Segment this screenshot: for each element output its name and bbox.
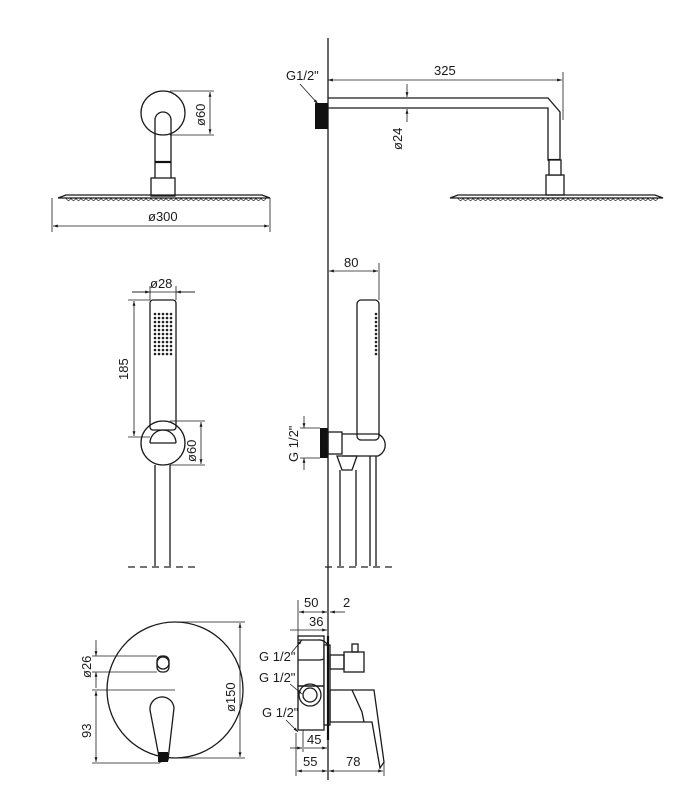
- spray-nozzle-dot: [374, 336, 378, 340]
- spray-nozzle-dot: [374, 324, 378, 328]
- dim-arm-thread: G1/2": [286, 68, 319, 83]
- spray-nozzle-dot: [161, 352, 165, 356]
- spray-nozzle-dot: [153, 312, 157, 316]
- spray-nozzle-dot: [165, 336, 169, 340]
- spray-nozzle-dot: [165, 328, 169, 332]
- overhead-shower-front-view: ø300 ø60: [51, 90, 271, 232]
- dim-plaster-gap: 2: [343, 595, 350, 610]
- dim-body-inner: 36: [309, 614, 323, 629]
- overhead-shower-side-view: G1/2" 325 ø24: [286, 63, 664, 201]
- spray-nozzle-dot: [153, 320, 157, 324]
- spray-nozzle-dot: [165, 320, 169, 324]
- hand-shower-side-view: 80 G 1/2": [286, 255, 395, 568]
- spray-nozzle-dot: [157, 328, 161, 332]
- spray-nozzle-dot: [157, 332, 161, 336]
- spray-nozzle-dot: [153, 316, 157, 320]
- spray-nozzle-dot: [374, 348, 378, 352]
- spray-nozzle-dot: [153, 332, 157, 336]
- spray-nozzle-dot: [153, 336, 157, 340]
- dim-arm-length: 325: [434, 63, 456, 78]
- dim-plate-diameter: ø150: [223, 682, 238, 712]
- spray-nozzle-dot: [157, 316, 161, 320]
- spray-nozzle-dot: [161, 312, 165, 316]
- dim-mixer-thread-3: G 1/2": [262, 705, 299, 720]
- spray-nozzle-dot: [169, 348, 173, 352]
- spray-nozzle-dot: [161, 320, 165, 324]
- spray-nozzle-dot: [157, 320, 161, 324]
- spray-nozzle-dot: [161, 344, 165, 348]
- dim-mixer-depth-45: 45: [307, 732, 321, 747]
- spray-nozzle-dot: [169, 320, 173, 324]
- spray-nozzle-dot: [157, 348, 161, 352]
- spray-nozzle-dot: [169, 324, 173, 328]
- spray-nozzle-dot: [161, 336, 165, 340]
- spray-nozzle-dot: [165, 348, 169, 352]
- dim-mixer-thread-2: G 1/2": [259, 670, 296, 685]
- dim-mixer-thread-1: G 1/2": [259, 649, 296, 664]
- spray-nozzle-dot: [169, 336, 173, 340]
- spray-nozzle-dot: [169, 312, 173, 316]
- spray-nozzle-dot: [165, 340, 169, 344]
- spray-nozzle-dot: [161, 328, 165, 332]
- spray-nozzle-dot: [165, 332, 169, 336]
- spray-nozzle-dot: [165, 312, 169, 316]
- spray-nozzle-dot: [157, 336, 161, 340]
- spray-nozzle-dot: [161, 316, 165, 320]
- spray-nozzle-dot: [157, 344, 161, 348]
- dim-body-depth: 50: [304, 595, 318, 610]
- spray-nozzle-dot: [374, 332, 378, 336]
- spray-nozzle-dot: [161, 348, 165, 352]
- spray-nozzle-dot: [169, 332, 173, 336]
- spray-nozzle-dot: [374, 320, 378, 324]
- spray-nozzle-dot: [374, 340, 378, 344]
- dim-lever-offset: 93: [79, 724, 94, 738]
- dim-head-diameter: ø300: [148, 209, 178, 224]
- spray-nozzle-dot: [153, 324, 157, 328]
- dim-rosette-diameter: ø60: [193, 104, 208, 126]
- mixer-front-view: ø26 93 ø150: [79, 621, 245, 764]
- dim-knob-diameter: ø26: [79, 656, 94, 678]
- spray-nozzle-dot: [153, 344, 157, 348]
- dim-holder-projection: 80: [344, 255, 358, 270]
- spray-nozzle-dot: [161, 332, 165, 336]
- spray-nozzle-dot: [165, 316, 169, 320]
- spray-nozzle-dot: [169, 340, 173, 344]
- spray-nozzle-dot: [157, 352, 161, 356]
- spray-nozzle-dot: [374, 316, 378, 320]
- dim-arm-diameter: ø24: [390, 128, 405, 150]
- dim-hand-shower-diameter: ø28: [150, 276, 172, 291]
- hand-shower-front-view: ø28 185 ø60: [116, 276, 205, 568]
- spray-nozzle-dot: [169, 344, 173, 348]
- spray-nozzle-dot: [374, 328, 378, 332]
- spray-nozzle-dot: [165, 324, 169, 328]
- spray-nozzle-dot: [165, 344, 169, 348]
- spray-nozzle-dot: [374, 312, 378, 316]
- spray-nozzle-dot: [153, 352, 157, 356]
- spray-nozzle-dot: [157, 312, 161, 316]
- dim-lever-projection: 78: [346, 754, 360, 769]
- spray-nozzle-dot: [161, 340, 165, 344]
- spray-nozzle-dot: [157, 324, 161, 328]
- spray-nozzle-dot: [169, 328, 173, 332]
- spray-nozzle-dot: [157, 340, 161, 344]
- spray-nozzle-dot: [374, 352, 378, 356]
- dim-hand-shower-length: 185: [116, 358, 131, 380]
- spray-nozzle-dot: [161, 324, 165, 328]
- mixer-side-view: 50 2 36 G 1/2" G 1/2" G 1/2" 45 55 78: [259, 595, 385, 776]
- spray-nozzle-dot: [374, 344, 378, 348]
- spray-nozzle-dot: [165, 352, 169, 356]
- dim-mixer-depth-55: 55: [303, 754, 317, 769]
- spray-nozzle-dot: [153, 340, 157, 344]
- dim-holder-diameter: ø60: [184, 440, 199, 462]
- spray-nozzle-dot: [169, 316, 173, 320]
- spray-nozzle-dot: [153, 328, 157, 332]
- dim-holder-thread: G 1/2": [286, 425, 301, 462]
- spray-nozzle-dot: [153, 348, 157, 352]
- spray-nozzle-dot: [169, 352, 173, 356]
